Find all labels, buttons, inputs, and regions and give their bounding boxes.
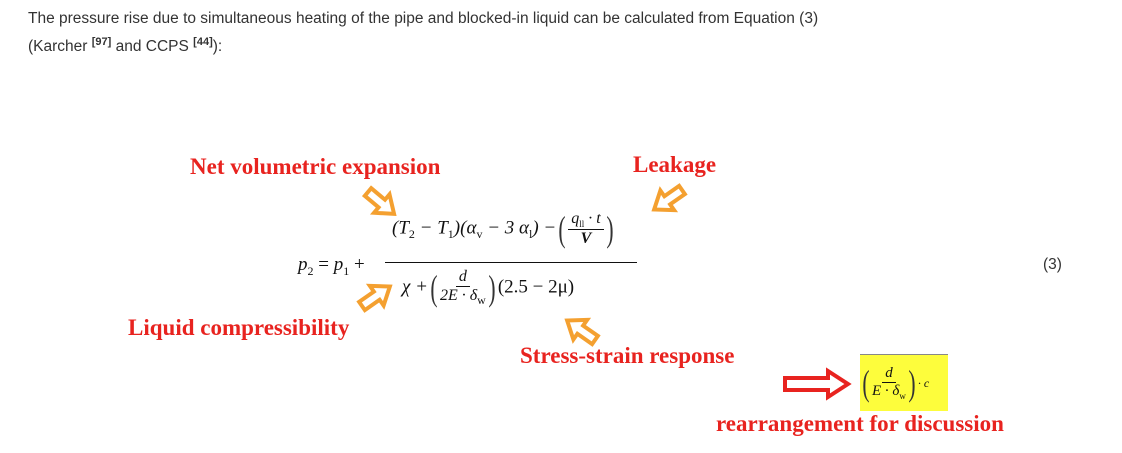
paragraph-line-1: The pressure rise due to simultaneous he… <box>28 10 819 27</box>
text: (Karcher <box>28 38 92 56</box>
text: ): <box>212 38 223 56</box>
citation-karcher: [97] <box>91 36 112 48</box>
text: and CCPS <box>111 38 194 56</box>
label-leakage: Leakage <box>633 152 717 177</box>
label-liquid-compressibility: Liquid compressibility <box>128 315 350 340</box>
citation-ccps: [44] <box>193 36 213 48</box>
arrow-liquid-compressibility-icon <box>353 274 399 318</box>
equation-number: (3) <box>1043 256 1062 273</box>
arrow-rearrangement-icon <box>783 367 852 401</box>
label-stress-strain-response: Stress-strain response <box>520 343 735 368</box>
label-net-volumetric-expansion: Net volumetric expansion <box>190 154 441 179</box>
equation-lhs: p2 = p1 + <box>298 254 365 278</box>
label-rearrangement: rearrangement for discussion <box>716 411 1004 436</box>
fraction-bar <box>385 262 637 263</box>
paragraph-line-2: (Karcher [97] and CCPS [44]): <box>28 36 222 56</box>
arrow-leakage-icon <box>645 178 691 222</box>
arrow-stress-strain-icon <box>558 308 604 352</box>
